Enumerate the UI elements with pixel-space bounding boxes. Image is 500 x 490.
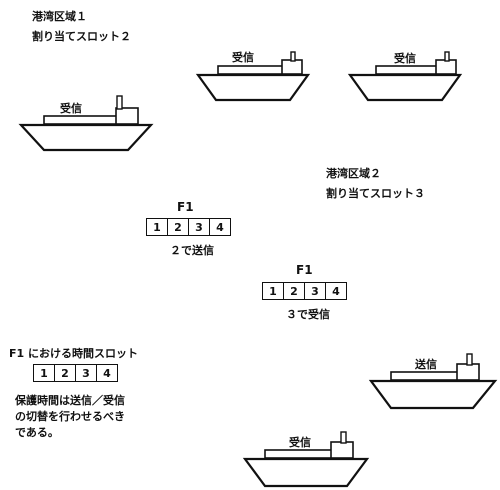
ship-5-label: 受信 — [289, 436, 311, 449]
time-slot-4: 4 — [325, 282, 347, 300]
ship-4-label: 送信 — [415, 358, 437, 371]
ship-1-label: 受信 — [232, 51, 254, 64]
ship-cabin — [281, 59, 303, 75]
time-slot-4: 4 — [209, 218, 231, 236]
time-slot-4: 4 — [96, 364, 118, 382]
ship-mast — [444, 51, 450, 62]
time-slot-2: 2 — [54, 364, 76, 382]
ship-transmitting — [368, 353, 498, 410]
frame-a-slot-row: 1 2 3 4 — [146, 218, 231, 236]
frame-b-label: F1 — [296, 263, 313, 277]
time-slot-1: 1 — [262, 282, 284, 300]
area-2-slot-assignment: 割り当てスロット３ — [326, 187, 425, 200]
ship-mast — [290, 51, 296, 62]
time-slot-3: 3 — [75, 364, 97, 382]
time-slot-3: 3 — [188, 218, 210, 236]
ship-hull — [242, 457, 370, 488]
ship-3-label: 受信 — [60, 102, 82, 115]
frame-c-label: F1 における時間スロット — [9, 347, 138, 360]
ship-mast — [466, 353, 473, 366]
ship-receiving-4 — [242, 431, 370, 488]
frame-a-caption: ２で送信 — [170, 244, 214, 257]
ship-deck — [264, 449, 336, 459]
time-slot-3: 3 — [304, 282, 326, 300]
area-1-slot-assignment: 割り当てスロット２ — [32, 30, 131, 43]
ship-deck — [375, 65, 443, 75]
ship-receiving-2 — [347, 51, 463, 102]
ship-receiving-1 — [195, 51, 311, 102]
ship-hull — [368, 379, 498, 410]
area-1-title: 港湾区域１ — [32, 10, 87, 23]
frame-c-slot-row: 1 2 3 4 — [33, 364, 118, 382]
time-slot-1: 1 — [33, 364, 55, 382]
ship-cabin — [435, 59, 457, 75]
ship-deck — [43, 115, 123, 125]
frame-a-label: F1 — [177, 200, 194, 214]
ship-hull — [18, 123, 154, 152]
ship-cabin — [115, 107, 139, 125]
ship-mast — [340, 431, 347, 444]
ship-deck — [390, 371, 462, 381]
ship-mast — [116, 95, 123, 110]
guard-time-note: 保護時間は送信／受信 の切替を行わせるべき である。 — [15, 394, 125, 439]
ship-receiving-3 — [18, 95, 154, 152]
ship-2-label: 受信 — [394, 52, 416, 65]
ship-cabin — [456, 363, 480, 381]
ship-cabin — [330, 441, 354, 459]
frame-b-slot-row: 1 2 3 4 — [262, 282, 347, 300]
area-2-title: 港湾区域２ — [326, 167, 381, 180]
ship-hull — [347, 73, 463, 102]
time-slot-2: 2 — [167, 218, 189, 236]
ship-deck — [217, 65, 285, 75]
ship-hull — [195, 73, 311, 102]
time-slot-2: 2 — [283, 282, 305, 300]
time-slot-1: 1 — [146, 218, 168, 236]
frame-b-caption: ３で受信 — [286, 308, 330, 321]
